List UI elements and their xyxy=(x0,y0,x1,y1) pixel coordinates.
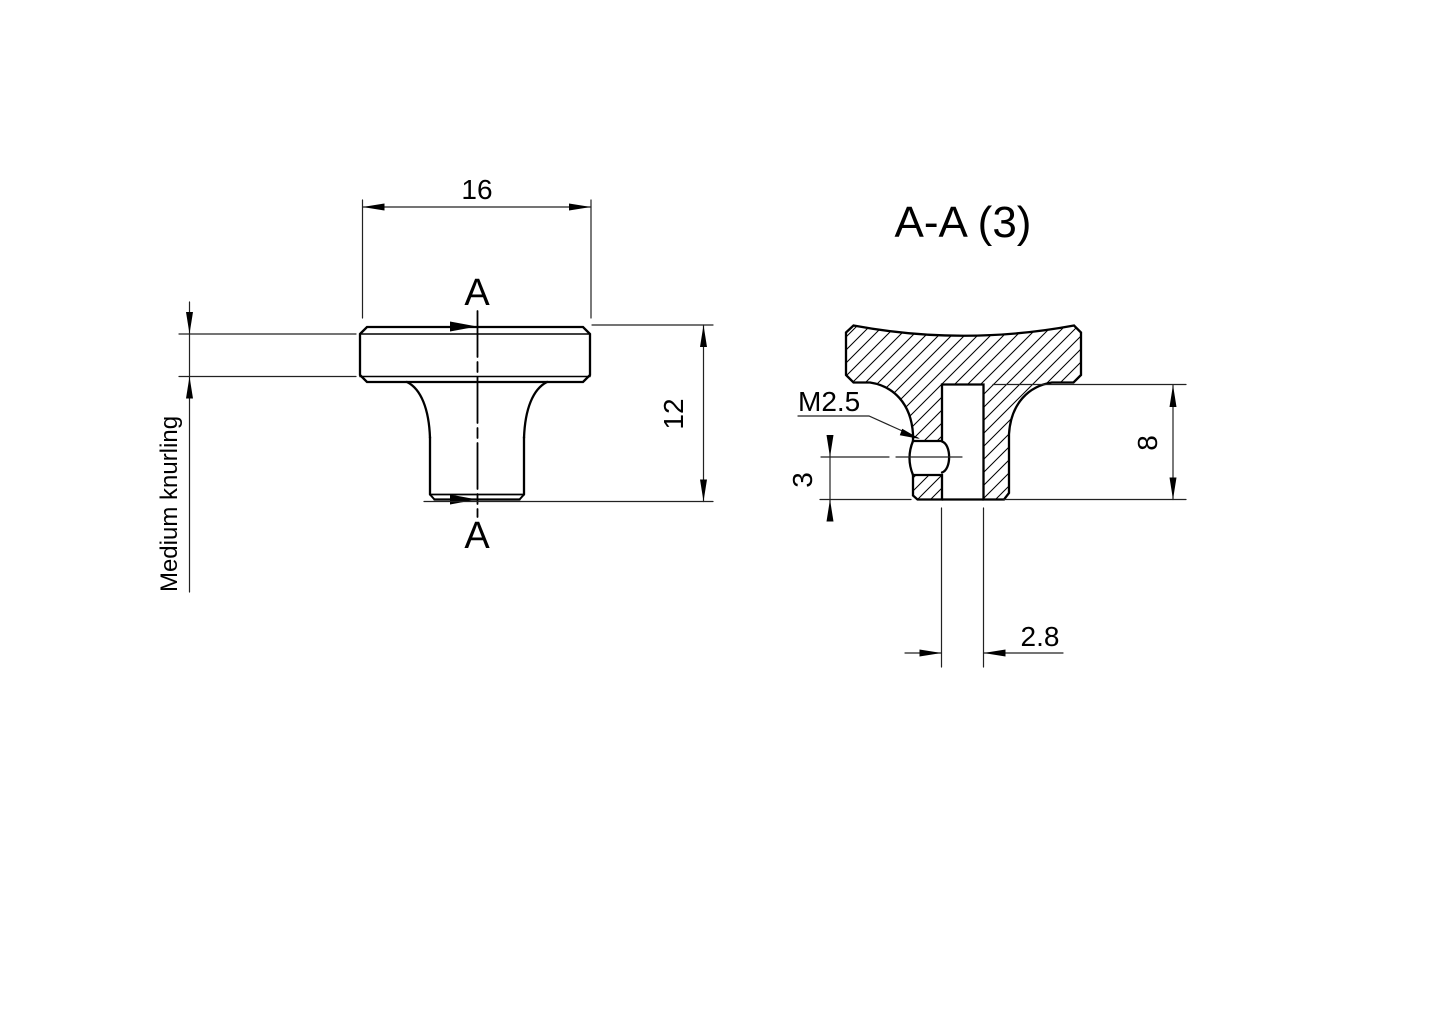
front-view: A A 16 12 Medium knurling xyxy=(156,174,714,593)
dim-arrow-left xyxy=(362,203,385,211)
front-cap-outline xyxy=(358,325,592,384)
section-view: A-A (3) M2.5 3 8 xyxy=(787,198,1187,668)
section-label-bottom: A xyxy=(464,515,490,557)
dimension-height-12 xyxy=(423,324,714,503)
thread-leader-line xyxy=(797,415,919,439)
leader-arrow xyxy=(899,428,920,439)
dim-bore-value: 2.8 xyxy=(1021,621,1060,652)
section-island-cut xyxy=(911,473,944,501)
front-stem-chamfer-left xyxy=(429,493,436,501)
dim-arrow-right xyxy=(569,203,591,211)
section-arrow-top xyxy=(450,321,477,332)
dim-arrow-left xyxy=(983,649,1006,657)
dim-arrow-right xyxy=(919,649,942,657)
dim-arrow-up xyxy=(826,499,834,522)
knurl-note: Medium knurling xyxy=(156,416,183,592)
dim-width-value: 16 xyxy=(461,174,492,205)
radial-hole-outer-edge xyxy=(908,439,915,477)
dim-arrow-up xyxy=(700,325,707,347)
front-stem-chamfer-right xyxy=(518,493,525,501)
knurl-callout xyxy=(178,301,357,593)
dim-arrow-up xyxy=(186,376,193,399)
front-stem-fillet-left xyxy=(405,380,432,440)
dim-arrow-down xyxy=(1169,477,1177,500)
dim-arrow-up xyxy=(1169,385,1177,407)
dim-arrow-down xyxy=(186,312,193,334)
dim-arrow-down xyxy=(700,479,707,502)
dimension-width-16 xyxy=(361,199,592,319)
section-label-top: A xyxy=(464,272,490,314)
dimension-offset-3 xyxy=(819,435,912,521)
dim-height-value: 12 xyxy=(658,398,689,429)
section-view-title: A-A (3) xyxy=(895,198,1032,247)
dim-depth-value: 8 xyxy=(1132,435,1163,451)
dim-arrow-down xyxy=(826,435,834,457)
section-arrow-bottom xyxy=(450,494,477,505)
dim-offset-value: 3 xyxy=(787,472,818,488)
thread-label: M2.5 xyxy=(798,386,860,417)
front-stem-fillet-right xyxy=(522,380,549,440)
section-body-cut xyxy=(844,324,1083,501)
